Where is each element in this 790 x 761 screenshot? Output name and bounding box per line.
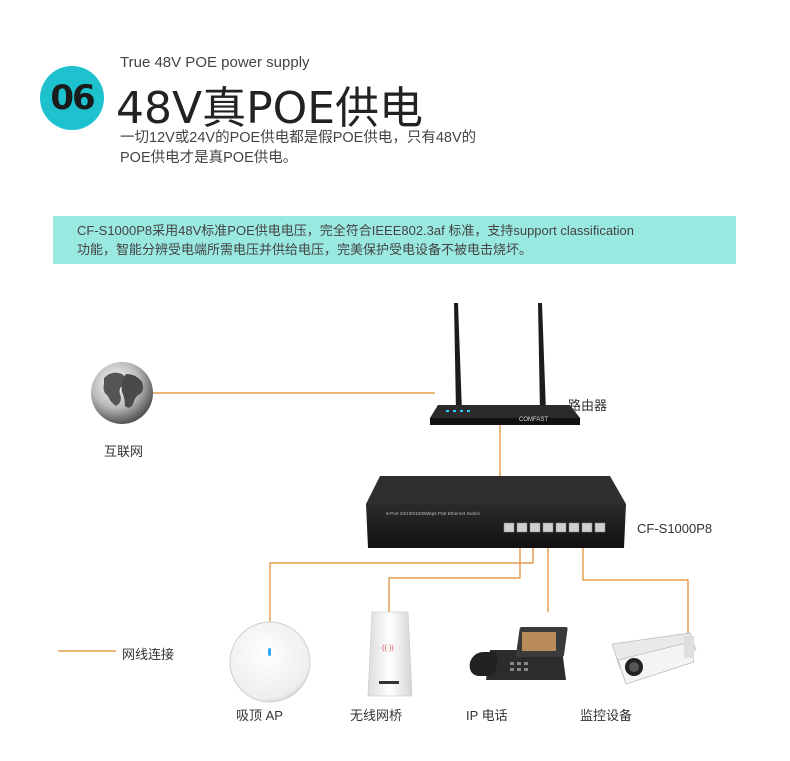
switch-label: CF-S1000P8 [637,521,713,536]
switch-port [555,522,567,533]
router-brand: COMFAST [519,417,548,423]
svg-text:((·)): ((·)) [382,645,394,652]
switch-port [529,522,541,533]
router-label: 路由器 [568,398,608,413]
description-line-2: POE供电才是真POE供电。 [120,150,298,166]
badge-circle [40,66,104,130]
description: 一切12V或24V的POE供电都是假POE供电，只有48V的 POE供电才是真P… [120,128,580,168]
ceiling-ap-label: 吸顶 AP [236,708,283,723]
camera-label: 监控设备 [580,708,633,723]
ceiling-ap-icon [229,621,311,703]
switch-port [594,522,606,533]
section-badge: 06 [40,66,104,130]
switch-port [503,522,515,533]
cables [58,392,689,652]
globe-icon [91,362,153,424]
switch-port [542,522,554,533]
internet-label: 互联网 [104,444,144,459]
security-camera-icon [611,632,697,685]
switch-port [568,522,580,533]
cable-switch-ap [269,548,534,625]
switch-port [516,522,528,533]
page-title: 48V真POE供电 [116,83,424,134]
banner-line-2: 功能，智能分辨受电端所需电压并供给电压，完美保护受电设备不被电击烧坏。 [77,242,533,257]
banner-line-1: CF-S1000P8采用48V标准POE供电电压，完全符合IEEE802.3af… [77,223,635,238]
info-banner: CF-S1000P8采用48V标准POE供电电压，完全符合IEEE802.3af… [53,216,736,264]
wireless-bridge-icon: ((·)) [367,611,413,697]
switch-ports [503,522,606,533]
wireless-bridge-label: 无线网桥 [350,708,403,723]
description-line-1: 一切12V或24V的POE供电都是假POE供电，只有48V的 [120,130,477,146]
ip-phone-label: IP 电话 [466,708,508,723]
subtitle-english: True 48V POE power supply [120,54,310,71]
badge-number: 06 [50,78,95,118]
cable-switch-bridge [388,548,521,612]
switch-panel-text: 8-Port 10/100/1000Mbps PoE Ethernet Swit… [386,511,480,516]
switch-icon: 8-Port 10/100/1000Mbps PoE Ethernet Swit… [366,476,626,548]
switch-port [581,522,593,533]
router-icon: COMFAST [430,303,580,425]
legend-label: 网线连接 [122,647,175,662]
cable-switch-camera [582,548,689,635]
ip-phone-icon [469,627,568,680]
